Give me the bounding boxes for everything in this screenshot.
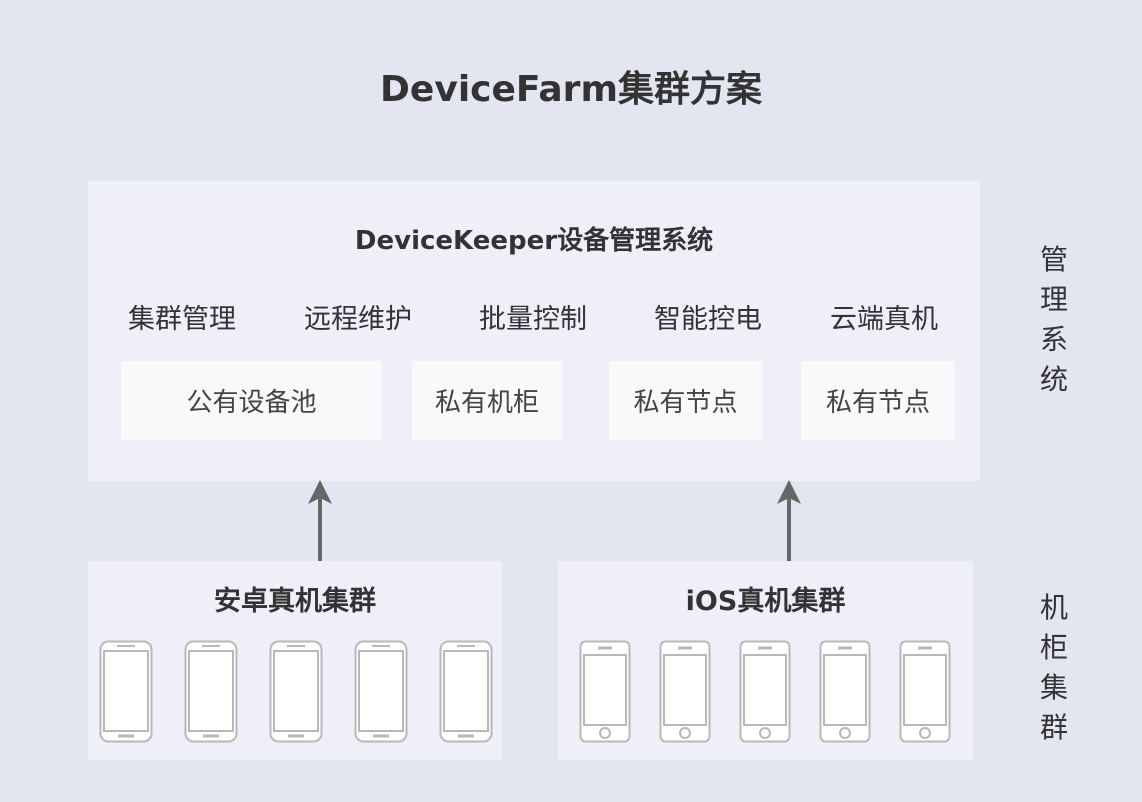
- side-label-char: 统: [1039, 363, 1068, 396]
- management-system-panel: DeviceKeeper设备管理系统 集群管理 远程维护 批量控制 智能控电 云…: [88, 181, 980, 481]
- ios-cluster-title: iOS真机集群: [685, 586, 846, 617]
- side-label-management-system: 管 理 系 统: [1036, 240, 1072, 400]
- iphone-icon: [819, 640, 871, 743]
- side-label-char: 管: [1039, 243, 1068, 276]
- pool-private-node-1: 私有节点: [609, 361, 762, 440]
- management-system-title: DeviceKeeper设备管理系统: [354, 226, 714, 256]
- side-label-cabinet-cluster: 机 柜 集 群: [1036, 588, 1072, 748]
- pool-label: 私有节点: [633, 388, 738, 418]
- pool-label: 私有机柜: [434, 388, 539, 418]
- pool-private-cabinet: 私有机柜: [412, 361, 562, 440]
- pool-label: 私有节点: [825, 388, 930, 418]
- android-phone-icon: [439, 640, 493, 743]
- iphone-icon: [659, 640, 711, 743]
- feature-cluster-management: 集群管理: [128, 304, 236, 335]
- arrow-up-ios: [777, 480, 801, 561]
- android-cluster-panel: 安卓真机集群: [88, 561, 502, 760]
- side-label-char: 群: [1039, 711, 1068, 744]
- side-label-char: 机: [1039, 591, 1068, 624]
- side-label-char: 理: [1039, 283, 1068, 316]
- iphone-icon: [579, 640, 631, 743]
- side-label-char: 集: [1039, 671, 1068, 704]
- feature-smart-power-control: 智能控电: [654, 304, 762, 335]
- android-cluster-title: 安卓真机集群: [214, 586, 376, 617]
- feature-cloud-real-device: 云端真机: [830, 304, 938, 335]
- arrow-up-android: [308, 480, 332, 561]
- diagram-title: DeviceFarm集群方案: [380, 69, 762, 110]
- iphone-icon: [739, 640, 791, 743]
- pool-label: 公有设备池: [186, 388, 317, 418]
- android-phone-icon: [184, 640, 238, 743]
- android-phone-icon: [99, 640, 153, 743]
- android-phone-icon: [269, 640, 323, 743]
- iphone-icon: [899, 640, 951, 743]
- pool-public-device-pool: 公有设备池: [121, 361, 382, 440]
- android-phone-icon: [354, 640, 408, 743]
- side-label-char: 系: [1039, 323, 1068, 356]
- pool-private-node-2: 私有节点: [801, 361, 955, 440]
- feature-batch-control: 批量控制: [479, 304, 587, 335]
- ios-cluster-panel: iOS真机集群: [558, 561, 973, 760]
- feature-remote-maintenance: 远程维护: [304, 304, 412, 335]
- side-label-char: 柜: [1039, 631, 1068, 664]
